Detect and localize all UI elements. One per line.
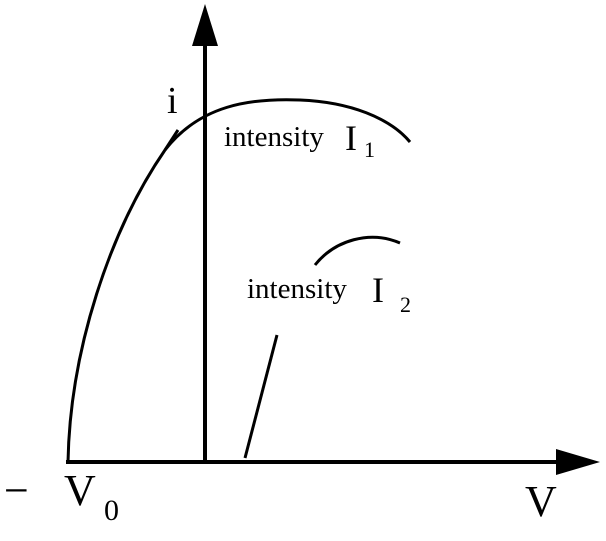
- y-axis-label: i: [167, 80, 178, 122]
- x-axis-label: V: [525, 477, 557, 526]
- curve-intensity-1: [66, 98, 412, 463]
- origin-label-subscript: 0: [104, 494, 119, 527]
- curve-intensity-2-rise: [243, 334, 279, 459]
- curve-1-subscript: 1: [364, 137, 375, 162]
- y-axis-arrowhead: [192, 4, 218, 46]
- curve-2-subscript: 2: [400, 292, 411, 317]
- origin-label: V: [64, 466, 96, 515]
- curve-intensity-2-saturation: [313, 235, 401, 266]
- origin-label-sign: −: [4, 466, 29, 515]
- curve-1-tick: [163, 129, 180, 151]
- curve-2-label: intensity: [247, 273, 347, 305]
- curve-1-symbol: I: [345, 118, 357, 158]
- x-axis-arrowhead: [556, 449, 600, 475]
- curve-2-symbol: I: [372, 270, 384, 310]
- curve-1-label: intensity: [224, 121, 324, 153]
